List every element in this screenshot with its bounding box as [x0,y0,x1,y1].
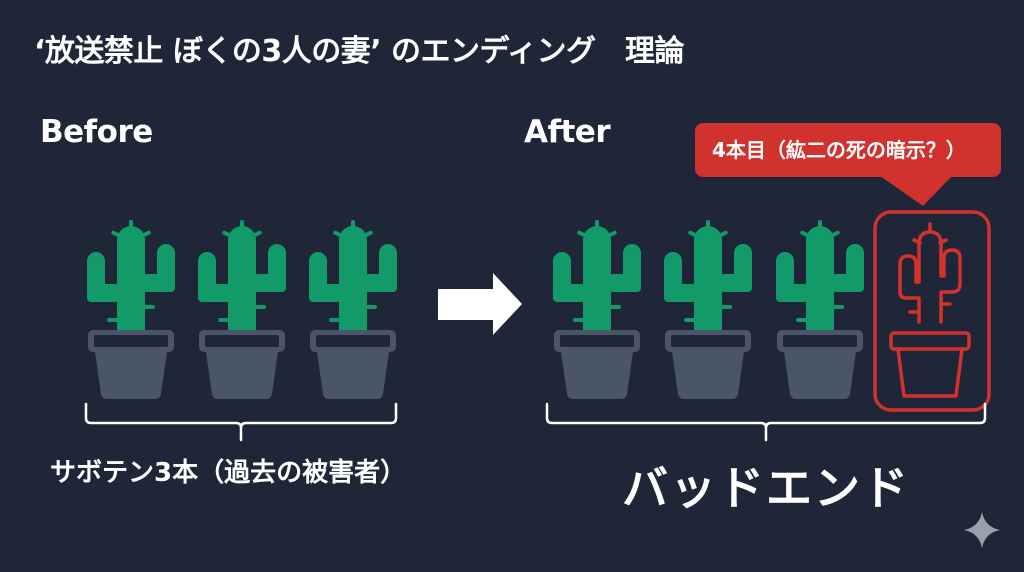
page-title: ‘放送禁止 ぼくの3人の妻’ のエンディング 理論 [34,34,684,69]
callout-bubble [695,123,1001,177]
after-cactus-3 [776,220,864,399]
after-caption: バッドエンド [622,461,910,515]
highlighted-fourth-cactus [873,210,991,412]
callout-text: 4本目（紘二の死の暗示？） [712,138,966,162]
sparkle-icon [964,512,1000,548]
before-cactus-1 [87,220,175,399]
right-arrow-icon [438,273,522,335]
after-label: After [524,114,611,150]
before-label: Before [40,114,153,150]
before-cactus-2 [198,220,286,399]
before-brace [84,402,398,442]
before-cactus-3 [309,220,397,399]
before-caption: サボテン3本（過去の被害者） [50,458,407,488]
after-cactus-1 [553,220,641,399]
after-brace [545,402,987,442]
after-cactus-2 [664,220,752,399]
